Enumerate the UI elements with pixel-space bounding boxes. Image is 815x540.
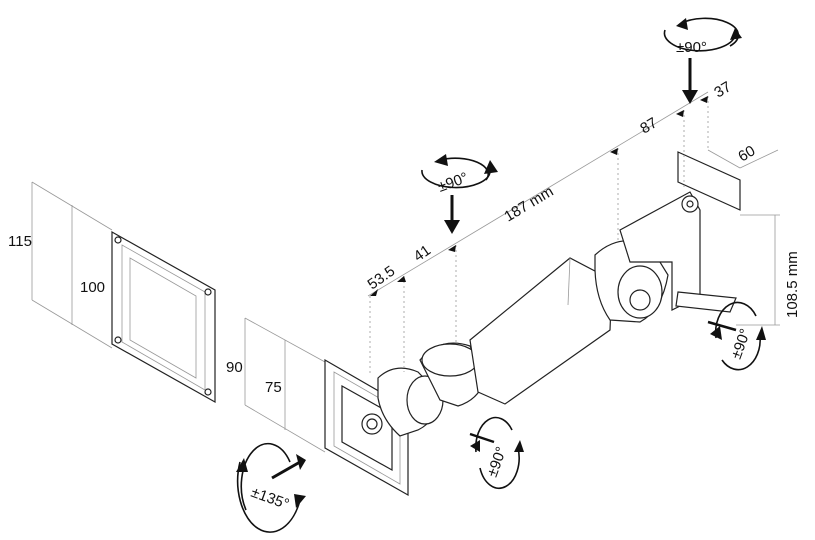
dim-53-5-label: 53.5 bbox=[365, 263, 399, 294]
dim-60-label: 60 bbox=[735, 142, 758, 165]
rotation-tilt-icon bbox=[236, 442, 306, 533]
dimension-lines bbox=[367, 91, 780, 376]
dim-41-label: 41 bbox=[411, 242, 434, 265]
plate-75-label: 75 bbox=[265, 379, 282, 396]
rotation-mid-icon bbox=[421, 154, 498, 234]
dim-87-label: 87 bbox=[637, 114, 660, 137]
rotation-tilt-label: ±135° bbox=[249, 484, 292, 513]
rotation-top-label: ±90° bbox=[676, 39, 707, 56]
rotation-elbow-label: ±90° bbox=[484, 444, 511, 479]
rotation-wall-label: ±90° bbox=[728, 326, 755, 361]
rotation-wall-icon bbox=[707, 301, 766, 371]
dim-108-5-label: 108.5 mm bbox=[784, 251, 801, 318]
rotation-elbow-icon bbox=[469, 416, 524, 489]
rotation-mid-label: ±90° bbox=[436, 169, 471, 196]
plate-100-label: 100 bbox=[80, 279, 105, 296]
vesa-plate-100 bbox=[31, 181, 216, 404]
dim-187-label: 187 mm bbox=[501, 183, 556, 225]
plate-115-label: 115 bbox=[8, 233, 32, 250]
arm-body bbox=[377, 151, 741, 437]
plate-90-label: 90 bbox=[226, 359, 243, 376]
dim-37-label: 37 bbox=[711, 78, 734, 101]
rotation-top-icon bbox=[663, 17, 742, 104]
